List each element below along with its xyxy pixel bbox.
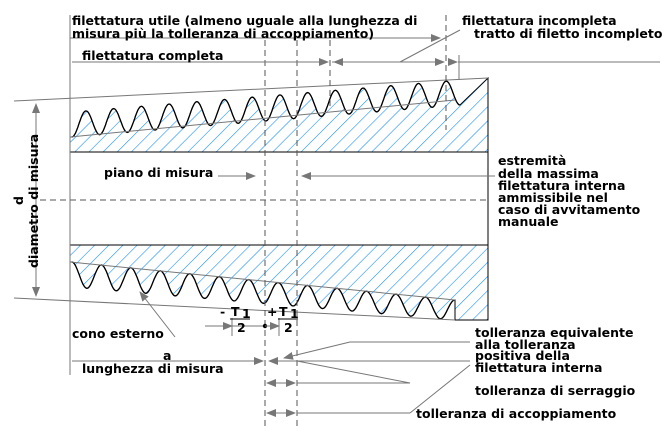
svg-text:manuale: manuale — [498, 214, 558, 229]
filettatura-utile-line1: filettatura utile (almeno uguale alla lu… — [72, 13, 417, 28]
svg-text:T: T — [231, 304, 240, 319]
cono-esterno-line — [13, 297, 456, 321]
upper-crest-line — [13, 77, 489, 102]
svg-text:2: 2 — [237, 320, 246, 335]
plus-t1-half-label: + T 1 2 — [267, 304, 299, 335]
tolleranza-equivalente-label: tolleranza equivalente alla tolleranza p… — [475, 325, 633, 375]
diametro-di-misura-label: diametro di misura — [26, 134, 41, 268]
svg-text:alla tolleranza: alla tolleranza — [475, 337, 576, 352]
svg-text:filettatura interna: filettatura interna — [475, 360, 602, 375]
svg-text:+: + — [267, 304, 277, 319]
svg-text:caso di avvitamento: caso di avvitamento — [498, 202, 641, 217]
a-label: a — [163, 348, 171, 363]
lower-root-line — [69, 261, 456, 301]
svg-text:T: T — [279, 304, 288, 319]
svg-text:2: 2 — [284, 320, 293, 335]
svg-text:filettatura interna: filettatura interna — [498, 178, 625, 193]
piano-di-misura-label: piano di misura — [104, 165, 213, 180]
estremita-label: estremità della massima filettatura inte… — [498, 153, 641, 229]
tratto-filetto-incompleto-label: tratto di filetto incompleto — [474, 26, 663, 41]
filettatura-utile-line2: misura più la tolleranza di accoppiament… — [72, 26, 374, 41]
minus-t1-half-label: - T 1 2 — [220, 304, 251, 335]
upper-threaded-section — [69, 76, 489, 153]
svg-text:estremità: estremità — [498, 153, 566, 168]
tolleranza-di-accoppiamento-label: tolleranza di accoppiamento — [416, 406, 617, 421]
tolleranza-di-serraggio-label: tolleranza di serraggio — [475, 383, 636, 398]
d-label: d — [11, 196, 26, 205]
filettatura-completa-label: filettatura completa — [82, 48, 223, 63]
lower-thread-profile — [71, 261, 456, 320]
cono-esterno-label: cono esterno — [72, 326, 164, 341]
svg-text:della massima: della massima — [498, 166, 599, 181]
upper-thread-profile — [71, 80, 461, 138]
upper-root-line — [69, 99, 456, 138]
lunghezza-di-misura-label: lunghezza di misura — [82, 361, 224, 376]
svg-text:1: 1 — [242, 306, 251, 321]
svg-text:tolleranza equivalente: tolleranza equivalente — [475, 325, 633, 340]
svg-text:ammissibile nel: ammissibile nel — [498, 190, 608, 205]
filettatura-incompleta-label: filettatura incompleta — [462, 13, 617, 28]
svg-text:-: - — [220, 304, 225, 319]
svg-text:positiva della: positiva della — [475, 348, 570, 363]
svg-text:1: 1 — [290, 306, 299, 321]
